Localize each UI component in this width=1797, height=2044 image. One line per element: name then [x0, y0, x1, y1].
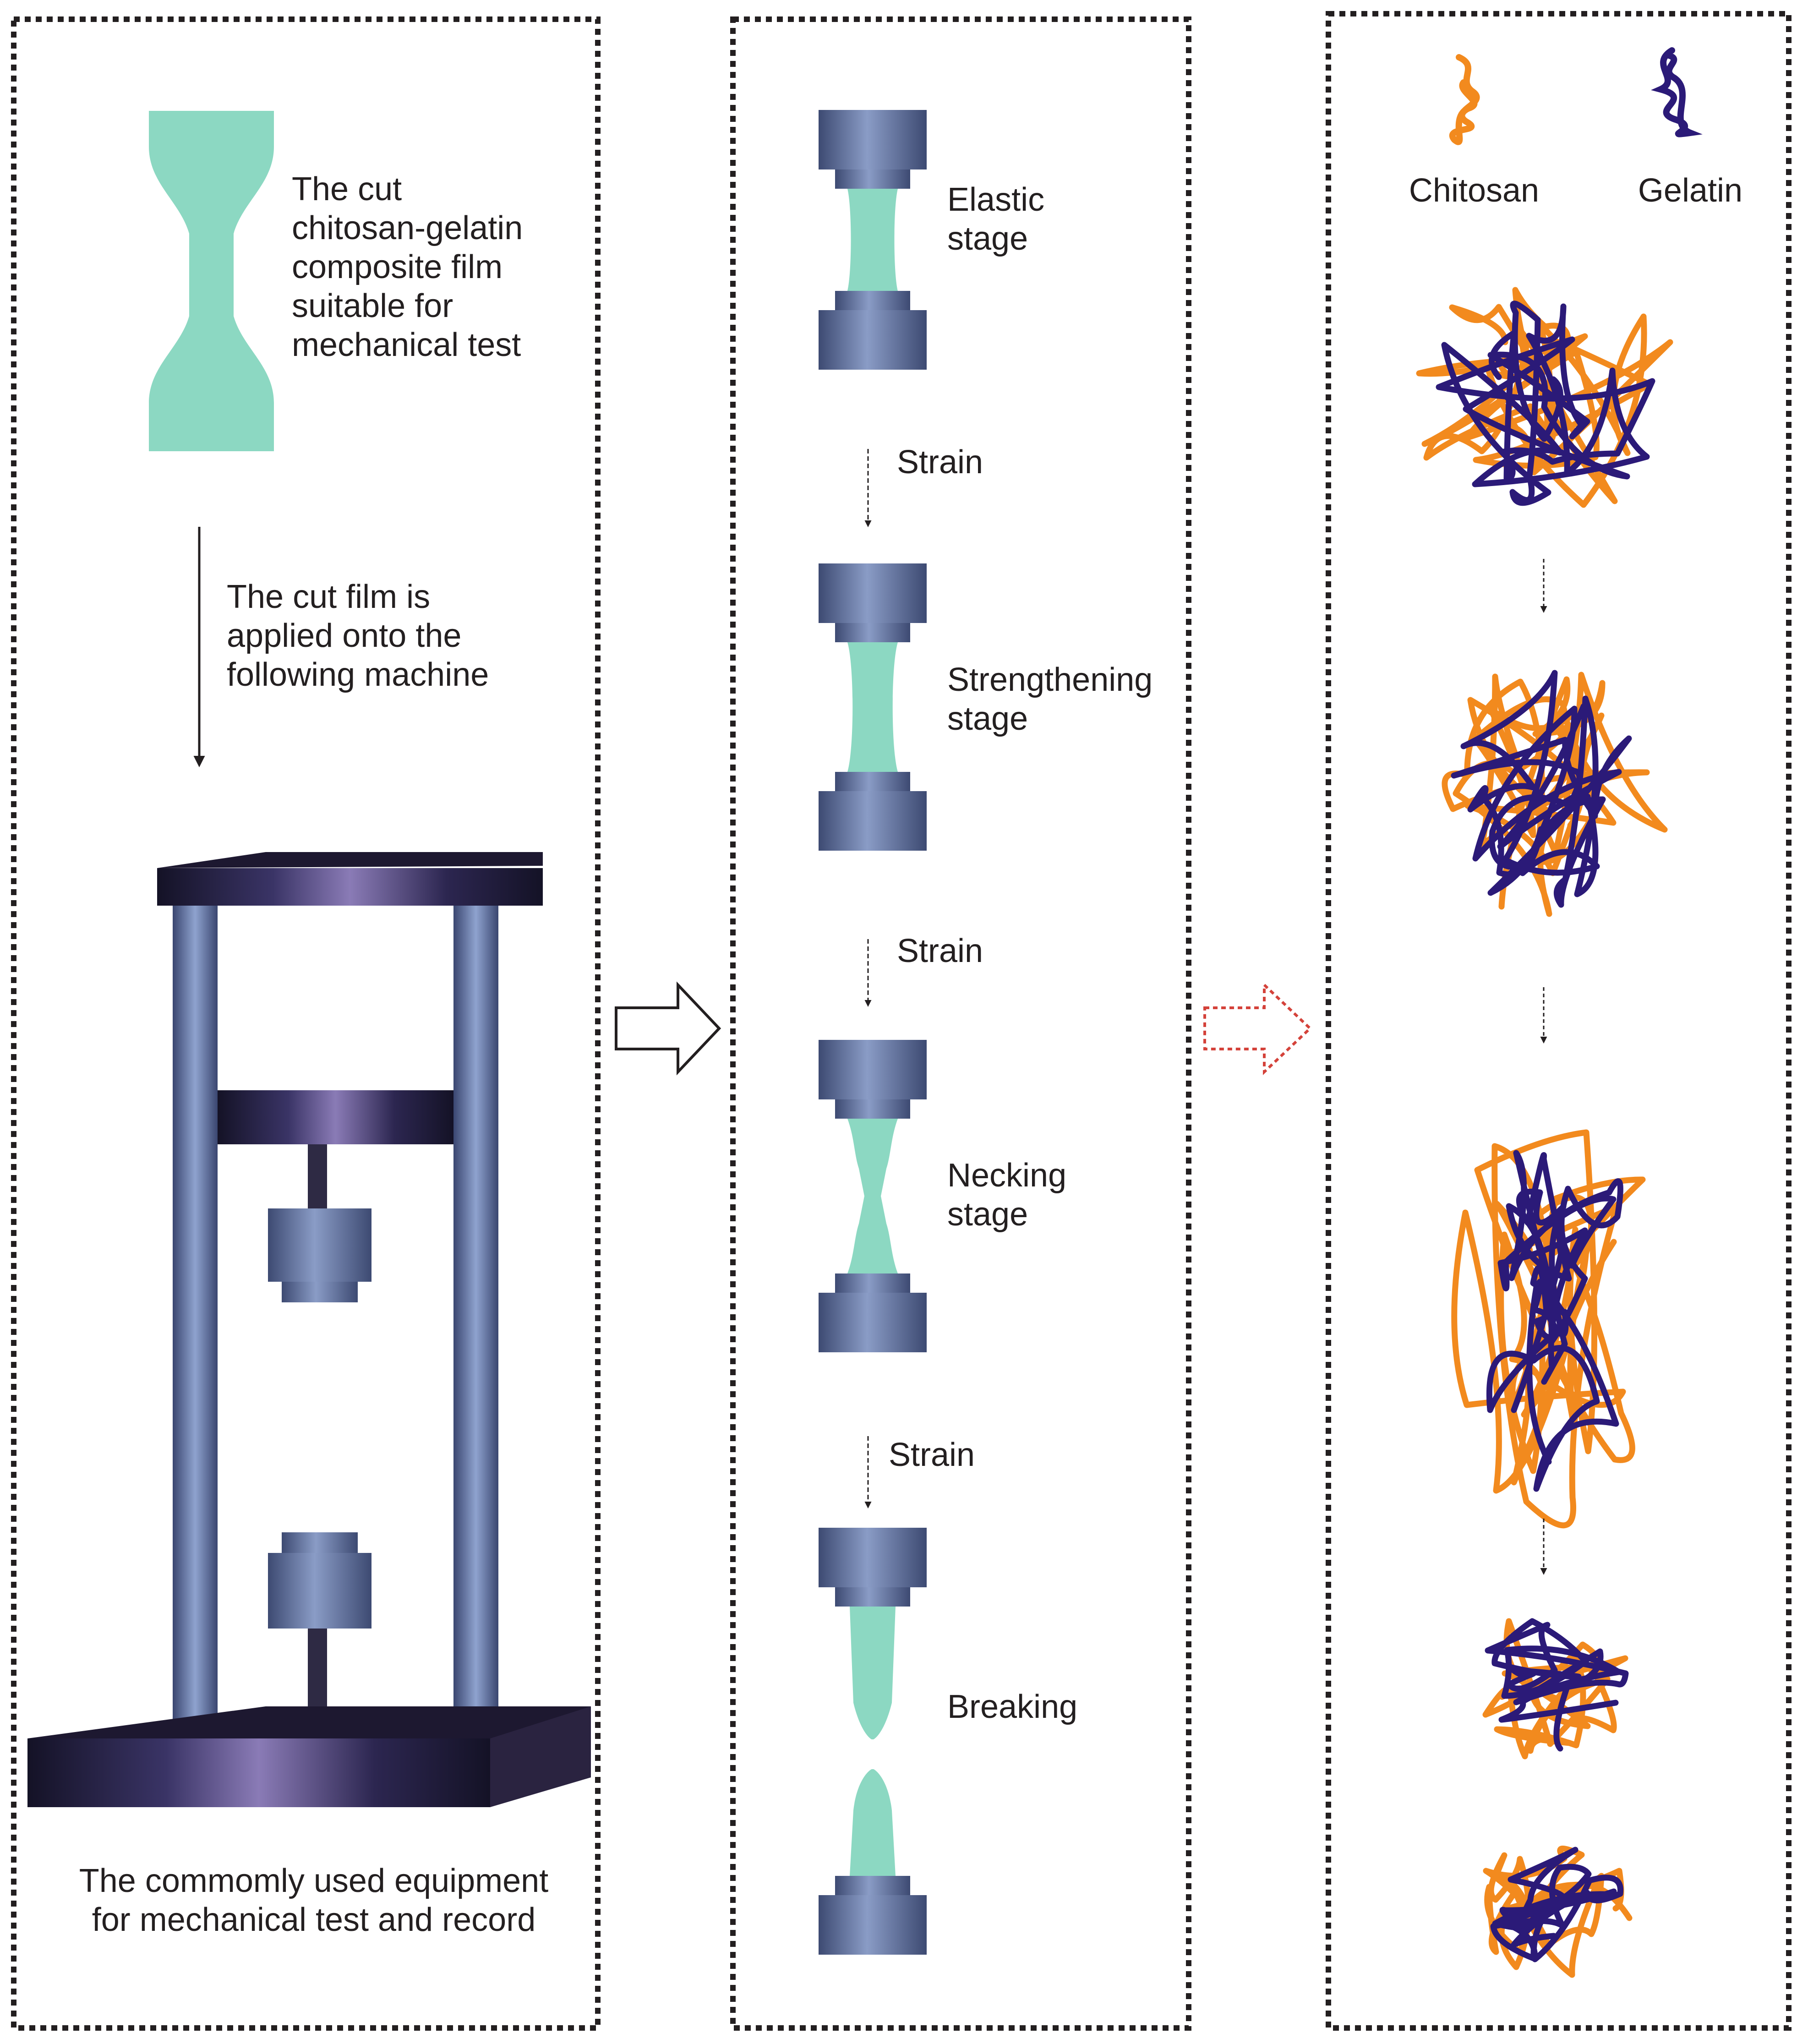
strain-label: Strain — [897, 444, 983, 481]
testing-machine — [27, 852, 591, 1807]
upper-clamp — [819, 563, 927, 623]
lower-clamp — [819, 791, 927, 851]
upper-clamp-lip — [835, 623, 910, 642]
lower-clamp-lip — [835, 772, 910, 791]
outline-arrow-2 — [1203, 982, 1312, 1075]
chitosan-legend-swatch — [1449, 54, 1480, 145]
outline-arrow-1 — [615, 981, 721, 1076]
stretched-film — [850, 1607, 896, 1876]
text-line: The commomly used equipment — [79, 1863, 548, 1899]
lower-clamp — [819, 1895, 927, 1955]
polymer-network-stages — [1416, 287, 1673, 1978]
upper-clamp — [819, 1040, 927, 1099]
gelatin-chain — [1490, 1847, 1624, 1962]
legend-chitosan-label: Chitosan — [1409, 172, 1539, 209]
text-line: The cut — [292, 171, 402, 208]
upper-clamp — [819, 1528, 927, 1587]
text-line: Strengthening — [947, 661, 1152, 698]
text-line: for mechanical test and record — [92, 1902, 535, 1938]
right-post — [453, 906, 498, 1732]
upper-clamp-lip — [835, 1099, 910, 1119]
panel-1-border — [11, 16, 601, 2031]
text-line: following machine — [227, 656, 489, 693]
lower-clamp-lip — [835, 1273, 910, 1293]
crosshead — [218, 1090, 453, 1144]
lower-clamp — [819, 310, 927, 370]
left-post — [173, 906, 218, 1732]
lower-clamp — [819, 1293, 927, 1352]
strain-label: Strain — [897, 933, 983, 969]
upper-clamp-lip — [835, 1587, 910, 1607]
legend: Chitosan Gelatin — [1409, 47, 1742, 209]
lower-clamp-lip — [835, 291, 910, 310]
stage-label: Breaking — [947, 1689, 1077, 1725]
dogbone-film — [149, 111, 274, 451]
text-line: stage — [947, 220, 1028, 257]
text-line: suitable for — [292, 288, 453, 324]
text-line: mechanical test — [292, 327, 521, 363]
base-side — [490, 1706, 591, 1807]
stretched-film — [847, 1119, 898, 1273]
text-line: stage — [947, 700, 1028, 737]
strain-label: Strain — [889, 1437, 975, 1473]
upper-rod — [308, 1144, 327, 1208]
text-line: Elastic — [947, 181, 1044, 218]
lower-clamp-lip — [835, 1876, 910, 1895]
base-top — [27, 1706, 591, 1738]
text-line: composite film — [292, 249, 503, 285]
upper-grip-lip — [282, 1282, 358, 1302]
text-line: chitosan-gelatin — [292, 210, 523, 246]
top-plate-top — [157, 852, 543, 868]
stretched-film — [847, 642, 898, 772]
panel-3-border — [1326, 11, 1792, 2031]
lower-grip — [268, 1553, 371, 1629]
gelatin-chain — [1451, 670, 1632, 908]
gelatin-chain — [1436, 301, 1655, 506]
upper-clamp — [819, 110, 927, 169]
text-line: Breaking — [947, 1689, 1077, 1725]
text-line: applied onto the — [227, 618, 461, 654]
gelatin-chain — [1485, 1618, 1629, 1752]
lower-grip-lip — [282, 1532, 358, 1553]
gelatin-legend-swatch — [1651, 47, 1703, 137]
stretched-film — [847, 189, 898, 291]
legend-gelatin-label: Gelatin — [1638, 172, 1742, 209]
upper-clamp-lip — [835, 169, 910, 189]
base — [27, 1738, 490, 1807]
upper-grip — [268, 1208, 371, 1282]
chitosan-chain — [1482, 1618, 1628, 1760]
text-line: The cut film is — [227, 579, 430, 615]
top-plate — [157, 868, 543, 906]
panel-2-border — [730, 16, 1191, 2031]
text-line: Necking — [947, 1157, 1066, 1194]
gelatin-chain — [1486, 1150, 1623, 1492]
text-line: stage — [947, 1196, 1028, 1233]
